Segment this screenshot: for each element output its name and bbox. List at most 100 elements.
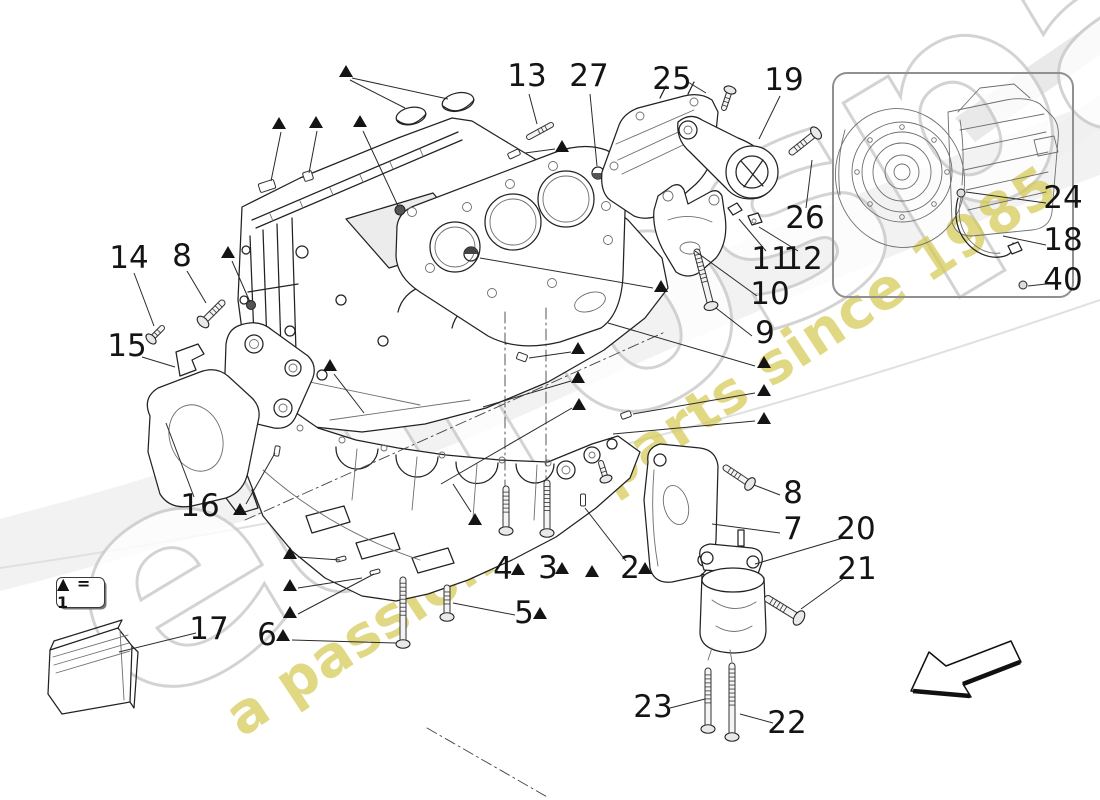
part-label-13[interactable]: 13: [507, 58, 546, 94]
part-label-6[interactable]: 6: [257, 617, 277, 653]
leader-line: [711, 523, 781, 534]
leader-line: [333, 373, 365, 414]
part-label-10[interactable]: 10: [750, 276, 789, 312]
gearbox-inset-box: [832, 72, 1074, 298]
triangle-marker: [757, 412, 771, 424]
triangle-marker: [468, 513, 482, 525]
dowel-pin: [369, 568, 381, 576]
part-label-15[interactable]: 15: [107, 328, 146, 364]
part-label-12[interactable]: 12: [783, 241, 822, 277]
part-label-14[interactable]: 14: [109, 240, 148, 276]
triangle-marker: [585, 565, 599, 577]
leader-line: [118, 632, 197, 653]
leader-line: [133, 272, 155, 327]
mount-arm-drawing: [677, 115, 779, 200]
triangle-marker: [283, 606, 297, 618]
leader-line: [245, 452, 276, 505]
bolt-head: [196, 315, 210, 329]
dowel-pin: [302, 170, 314, 182]
leader-line: [528, 93, 538, 125]
leader-line: [297, 556, 341, 561]
triangle-marker: [233, 503, 247, 515]
leader-line: [584, 507, 627, 562]
leader-line: [715, 307, 753, 337]
part-label-3[interactable]: 3: [538, 550, 558, 586]
bolt-head: [145, 333, 157, 345]
leader-line: [758, 226, 799, 252]
part-label-8[interactable]: 8: [783, 475, 803, 511]
part-label-22[interactable]: 22: [767, 705, 806, 741]
leader-line: [632, 392, 756, 415]
bolt-head: [498, 526, 514, 536]
engine-mount-drawing: [699, 529, 767, 663]
leader-line: [349, 79, 406, 109]
gearbox-inset: [832, 72, 1074, 298]
part-label-20[interactable]: 20: [836, 511, 875, 547]
part-label-27[interactable]: 27: [569, 58, 608, 94]
part-label-5[interactable]: 5: [514, 595, 534, 631]
fasteners-layer: [145, 85, 1028, 742]
part-label-16[interactable]: 16: [180, 488, 219, 524]
part-label-7[interactable]: 7: [783, 511, 803, 547]
part-label-8[interactable]: 8: [172, 238, 192, 274]
triangle-marker: [757, 356, 771, 368]
leader-line: [800, 577, 845, 610]
support-bracket-drawing: [146, 322, 315, 515]
leader-line: [308, 130, 318, 174]
dowel-pin: [516, 351, 528, 363]
leader-line: [186, 270, 207, 304]
part-label-17[interactable]: 17: [189, 611, 228, 647]
triangle-marker: [323, 359, 337, 371]
leader-line: [753, 484, 781, 496]
part-label-26[interactable]: 26: [785, 200, 824, 236]
bolt-head: [792, 610, 806, 626]
plate-15-drawing: [175, 343, 205, 377]
leader-line: [524, 148, 556, 154]
cover-part-17: [47, 619, 139, 715]
leader-line: [694, 250, 758, 297]
leader-line: [291, 639, 397, 644]
dowel-pin: [273, 445, 281, 457]
swoosh-band: [1008, 96, 1100, 180]
triangle-marker: [221, 246, 235, 258]
triangle-marker: [353, 115, 367, 127]
part-label-40[interactable]: 40: [1043, 262, 1082, 298]
bolt-head: [703, 300, 719, 312]
part-label-11[interactable]: 11: [751, 241, 790, 277]
triangle-marker: [571, 371, 585, 383]
leader-line: [297, 577, 363, 589]
part-label-23[interactable]: 23: [633, 689, 672, 725]
part-label-18[interactable]: 18: [1043, 222, 1082, 258]
part-label-24[interactable]: 24: [1043, 180, 1082, 216]
legend-label: ▲ = 1: [57, 573, 92, 612]
bracket-10-drawing: [653, 184, 763, 277]
leader-line: [612, 420, 756, 435]
triangle-marker: [272, 117, 286, 129]
dowel-pin: [507, 148, 521, 160]
leader-line: [528, 351, 572, 359]
dowel-pin: [335, 555, 347, 563]
leader-line: [231, 260, 251, 303]
part-label-4[interactable]: 4: [493, 551, 513, 587]
bolt-head: [599, 474, 613, 484]
triangle-marker: [571, 342, 585, 354]
part-label-9[interactable]: 9: [755, 315, 775, 351]
dowel-pin: [580, 493, 586, 507]
leader-line: [589, 93, 598, 167]
part-label-2[interactable]: 2: [620, 550, 640, 586]
part-label-19[interactable]: 19: [764, 62, 803, 98]
leader-line: [141, 356, 176, 368]
triangle-marker: [533, 607, 547, 619]
bolt-head: [809, 126, 823, 140]
nut: [1018, 280, 1028, 290]
part-label-25[interactable]: 25: [652, 61, 691, 97]
leader-line: [805, 159, 813, 209]
bolt-head: [723, 85, 737, 95]
leader-line: [754, 537, 844, 565]
gearbox-drawing: [834, 83, 1059, 248]
part-label-21[interactable]: 21: [837, 551, 876, 587]
leader-line: [739, 713, 774, 724]
